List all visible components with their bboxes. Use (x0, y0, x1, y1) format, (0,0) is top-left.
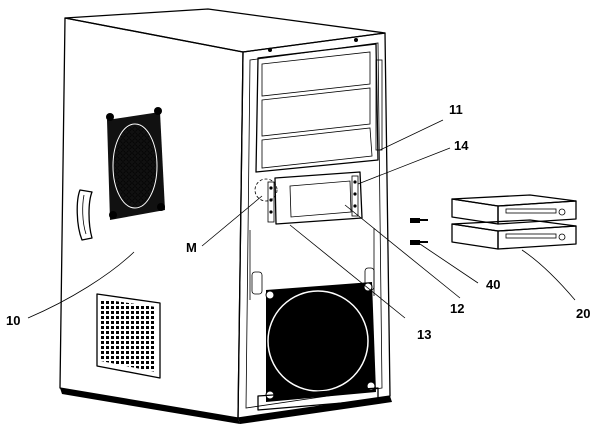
label-slot-bracket: 13 (417, 327, 431, 342)
side-vent-grille (96, 293, 161, 379)
mounting-plate (267, 171, 363, 225)
label-screws: 40 (486, 277, 500, 292)
screws (410, 218, 428, 245)
reference-labels: 11 14 M 12 13 40 20 10 (6, 102, 590, 342)
front-slots (249, 228, 375, 300)
detail-circle (254, 178, 278, 202)
label-mounting-plate: 12 (450, 301, 464, 316)
side-handle (76, 189, 93, 241)
leader-lines (27, 119, 576, 319)
computer-case (59, 8, 392, 424)
optical-drives (451, 194, 577, 250)
label-detail-circle: M (186, 240, 197, 255)
label-drive-bay-cage: 11 (449, 102, 463, 117)
side-fan (106, 107, 165, 220)
front-fan (257, 282, 379, 411)
drive-bay-cage (255, 38, 383, 173)
label-plate-tabs: 14 (454, 138, 469, 153)
label-optical-drives: 20 (576, 306, 590, 321)
label-computer-case: 10 (6, 313, 20, 328)
